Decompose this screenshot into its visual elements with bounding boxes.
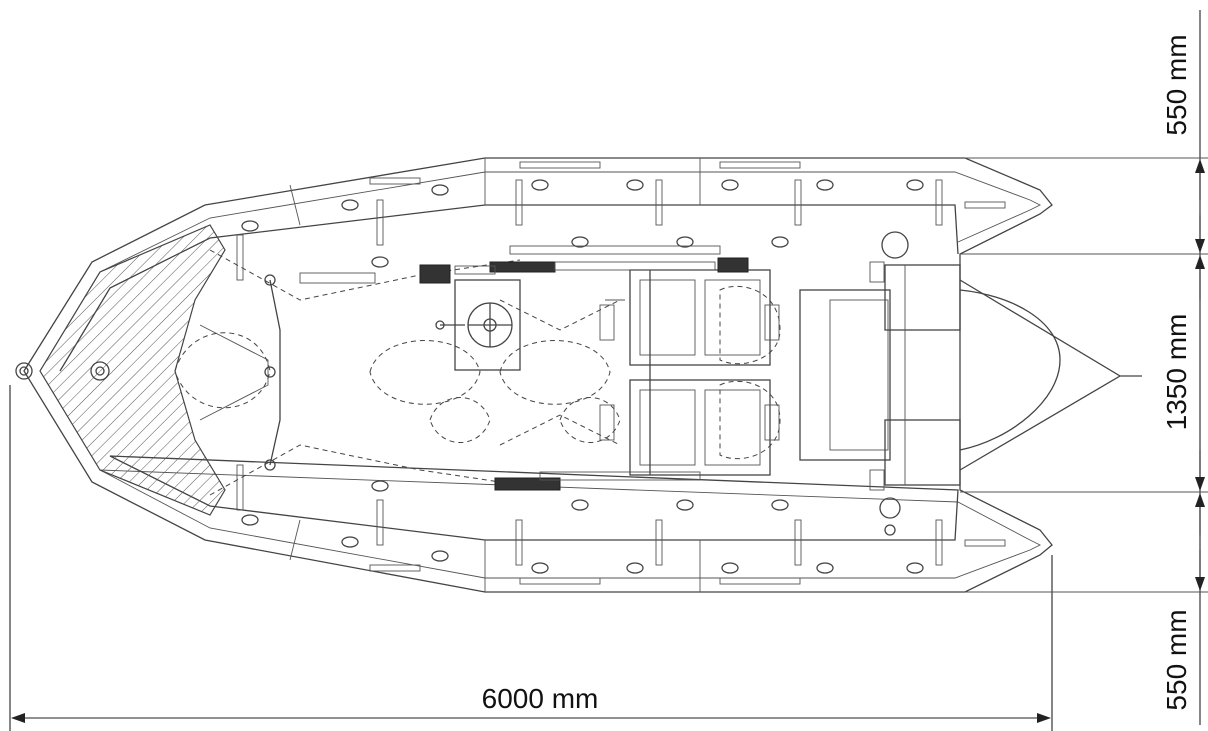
steering-console [435, 279, 521, 371]
bow-rail [199, 274, 281, 471]
stern-transom [799, 231, 1142, 536]
inner-beam-dimension-label: 1350 mm [1161, 314, 1192, 431]
tube-fittings-top [236, 161, 1006, 284]
tube-bottom-dimension-label: 550 mm [1161, 609, 1192, 710]
dimension-lines [9, 10, 1208, 731]
tube-fittings-bottom [236, 464, 1006, 585]
length-dimension-label: 6000 mm [482, 683, 599, 714]
bow-deck [39, 224, 226, 516]
interior-layout [174, 249, 781, 496]
dark-fittings [419, 245, 749, 491]
jockey-seats [599, 269, 780, 476]
tube-top-dimension-label: 550 mm [1161, 34, 1192, 135]
